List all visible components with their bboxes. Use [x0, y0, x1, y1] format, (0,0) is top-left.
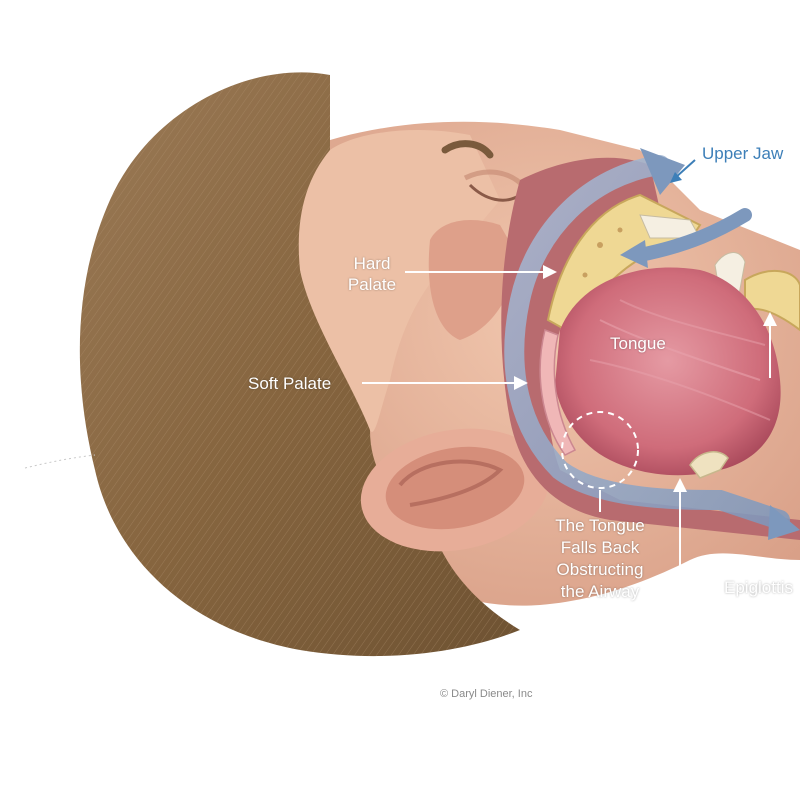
soft-palate: [539, 328, 577, 456]
nose: [428, 220, 520, 340]
airflow-exit-arrow: [768, 505, 800, 540]
airflow-mouth-arrow: [620, 240, 648, 268]
eyebrow: [441, 140, 494, 159]
obstruction-circle: [561, 411, 639, 489]
tongue-falls-label: The Tongue Falls Back Obstructing the Ai…: [535, 515, 665, 603]
upper-jaw-label: Upper Jaw: [702, 144, 784, 163]
epiglottis: [689, 451, 729, 479]
epiglottis-leader: [679, 488, 720, 589]
tongue-label: Tongue: [610, 334, 666, 353]
airflow-mouth: [633, 208, 752, 262]
upper-jaw-pointer: [674, 159, 696, 179]
tongue-falls-line4: the Airway: [560, 582, 640, 601]
lower-jaw-bone: [744, 269, 800, 332]
epiglottis-label: Epiglottis: [724, 578, 793, 597]
ear: [360, 428, 550, 552]
tongue-falls-line2: Falls Back: [560, 538, 640, 557]
copyright-credit: © Daryl Diener, Inc: [440, 688, 533, 700]
hard-palate-label: Hard Palate: [340, 253, 404, 295]
airflow-upper-arrow: [640, 148, 685, 195]
hard-palate-line2: Palate: [347, 275, 397, 294]
tongue-falls-line1: The Tongue: [555, 516, 645, 535]
hard-palate-line1: Hard: [353, 254, 391, 273]
soft-palate-label: Soft Palate: [248, 374, 332, 393]
tongue-falls-line3: Obstructing: [556, 560, 644, 579]
airflow-upper: [504, 155, 790, 530]
tongue: [555, 267, 781, 476]
